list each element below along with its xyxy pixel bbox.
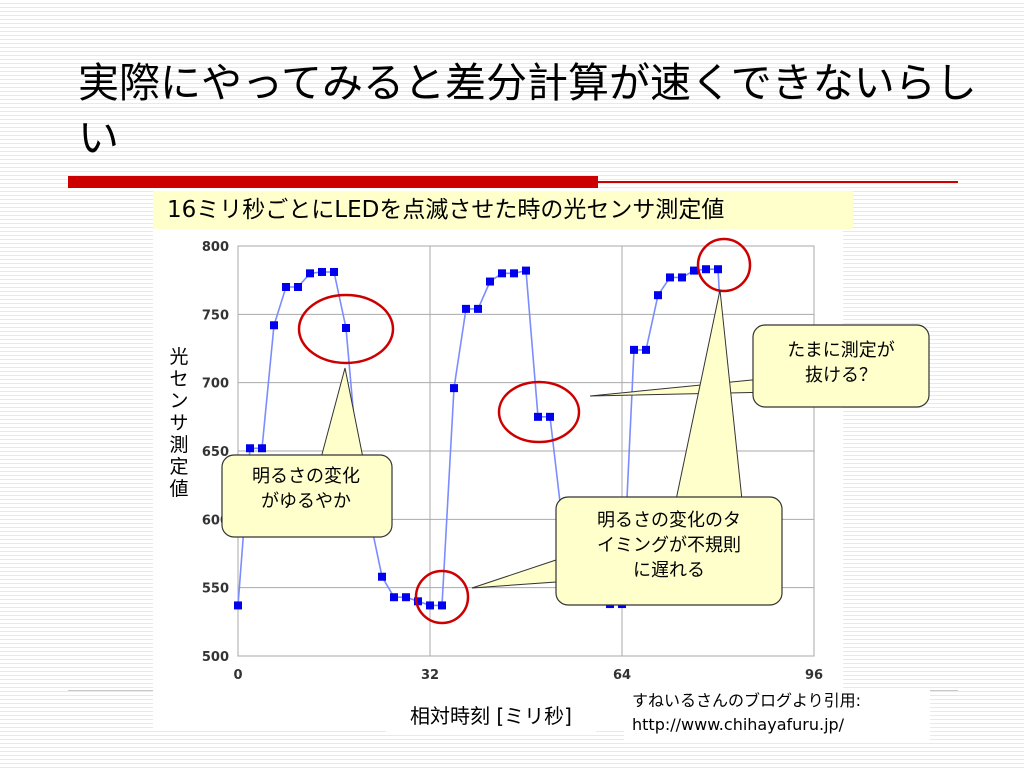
data-point <box>654 291 662 300</box>
title-underline <box>598 181 958 183</box>
data-point <box>414 597 422 606</box>
citation-source: すねいるさんのブログより引用: <box>632 691 862 710</box>
data-point <box>294 283 302 291</box>
data-point <box>702 265 710 274</box>
data-point <box>330 267 338 276</box>
data-point <box>402 593 410 602</box>
data-point <box>510 269 518 278</box>
data-point <box>642 345 650 354</box>
data-point <box>714 265 722 274</box>
callout-gradual-line2: がゆるやか <box>261 491 351 512</box>
callout-box-timing <box>555 496 783 606</box>
callout-gradual-text: 明るさの変化 がゆるやか <box>228 464 384 514</box>
x-tick-label: 64 <box>613 668 631 683</box>
y-tick-label: 800 <box>202 240 229 255</box>
data-point <box>378 572 386 581</box>
data-point <box>474 304 482 313</box>
data-point <box>306 269 314 278</box>
chart-title: 16ミリ秒ごとにLEDを点滅させた時の光センサ測定値 <box>153 191 853 229</box>
data-point <box>270 321 278 330</box>
data-point <box>666 273 674 282</box>
data-point <box>486 277 494 286</box>
data-point <box>498 269 506 278</box>
y-tick-label: 550 <box>202 582 229 597</box>
data-point <box>342 324 350 332</box>
callout-timing-text: 明るさの変化のタ イミングが不規則 に遅れる <box>556 508 782 583</box>
callout-missed-line1: たまに測定が <box>787 340 895 361</box>
callout-pointer-missed <box>589 377 773 397</box>
highlight-circle <box>297 293 395 365</box>
data-point <box>258 444 266 453</box>
callout-pointer-timing-left <box>471 559 557 589</box>
callout-missed-line2: 抜ける？ <box>805 365 877 386</box>
data-point <box>546 412 554 421</box>
data-point <box>522 266 530 275</box>
citation-box: すねいるさんのブログより引用: http://www.chihayafuru.j… <box>624 689 930 741</box>
data-point <box>390 593 398 602</box>
data-point <box>534 412 542 421</box>
callout-pointer-gradual <box>320 367 364 459</box>
data-point <box>450 384 458 393</box>
callout-timing-line2: イミングが不規則 <box>597 535 741 556</box>
data-point <box>234 601 242 610</box>
callout-pointer-timing-up <box>675 289 743 501</box>
data-point <box>426 601 434 610</box>
slide-title: 実際にやってみると差分計算が速くできないらしい <box>78 59 977 162</box>
y-tick-label: 700 <box>202 377 229 392</box>
y-tick-label: 750 <box>202 308 229 323</box>
highlight-circle <box>696 237 752 293</box>
highlight-circle <box>414 569 470 625</box>
citation-url: http://www.chihayafuru.jp/ <box>632 715 845 734</box>
highlight-circle <box>497 380 581 444</box>
callout-gradual-line1: 明るさの変化 <box>252 466 360 487</box>
data-point <box>462 304 470 313</box>
x-tick-label: 0 <box>233 668 242 683</box>
y-tick-label: 500 <box>202 650 229 665</box>
callout-missed-text: たまに測定が 抜ける？ <box>756 338 926 388</box>
y-axis-label: 光センサ測定値 <box>169 346 189 500</box>
x-tick-label: 96 <box>805 668 823 683</box>
y-tick-label: 650 <box>202 445 229 460</box>
title-accent-bar <box>68 176 598 188</box>
callout-timing-line3: に遅れる <box>633 560 705 581</box>
callout-box-missed <box>752 324 930 408</box>
data-point <box>690 266 698 275</box>
data-point <box>246 444 254 453</box>
data-point <box>438 601 446 610</box>
callout-box-gradual <box>221 454 393 538</box>
annotation-overlay <box>221 237 930 625</box>
data-point <box>630 345 638 354</box>
callout-timing-line1: 明るさの変化のタ <box>597 510 741 531</box>
data-point <box>282 283 290 291</box>
data-point <box>318 267 326 276</box>
x-tick-label: 32 <box>421 668 439 683</box>
x-axis-label: 相対時刻 [ミリ秒] <box>386 698 596 734</box>
data-point <box>678 273 686 282</box>
